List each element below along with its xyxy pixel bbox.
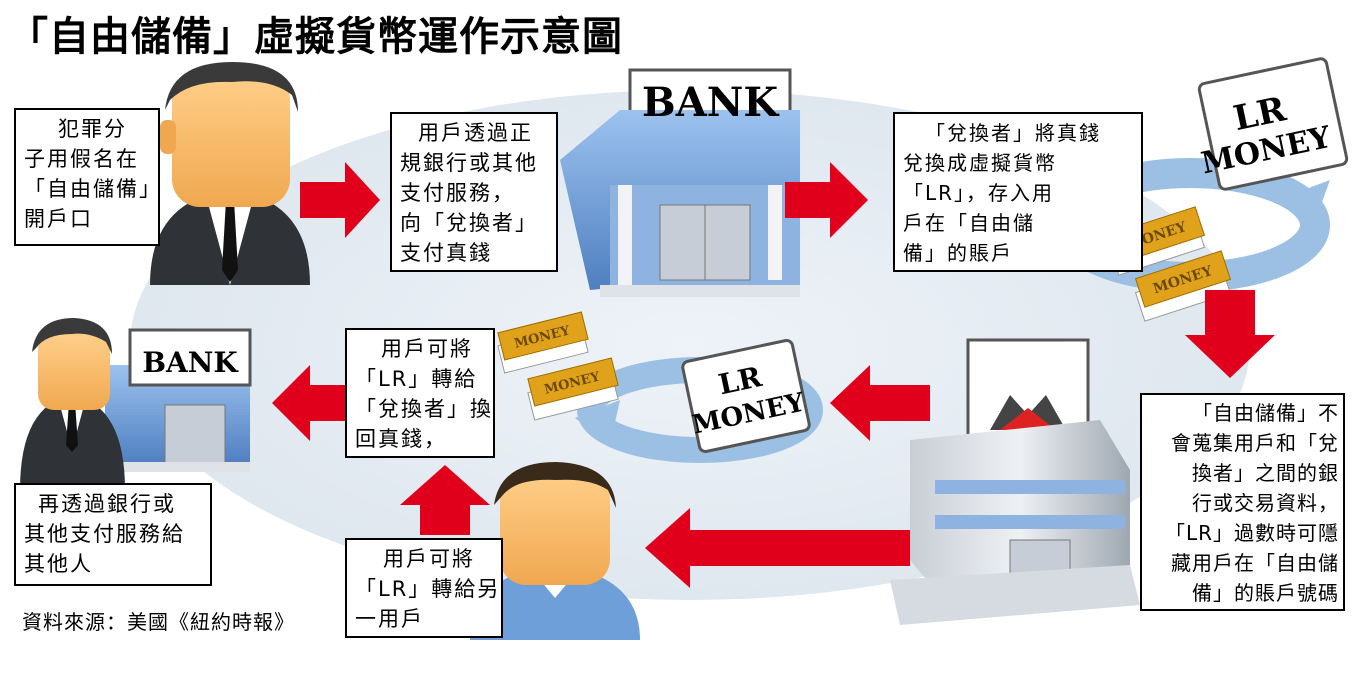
arrow-step1-to-step2 — [300, 162, 380, 238]
user-person-icon — [470, 462, 640, 640]
step3-textbox: 「兌換者」將真錢 兌換成虛擬貨幣 「LR」，存入用 戶在「自由儲 備」的賬戶 — [893, 112, 1143, 272]
step4-line6: 藏用戶在「自由儲 — [1171, 551, 1339, 575]
step5-textbox: 用戶可將 「LR」轉給另 一用戶 — [345, 538, 503, 638]
step4-line5: 「LR」過數時可隱 — [1164, 521, 1339, 545]
step7-textbox: 再透過銀行或 其他支付服務給 其他人 — [14, 483, 212, 586]
step5-line3: 一用戶 — [355, 607, 424, 631]
source-credit: 資料來源：美國《紐約時報》 — [22, 610, 295, 634]
step3-line2: 兌換成虛擬貨幣 — [903, 151, 1057, 175]
step7-line2: 其他支付服務給 — [24, 522, 185, 546]
lr-money-cycle-center — [497, 311, 823, 463]
page-title: 「自由儲備」虛擬貨幣運作示意圖 — [8, 14, 623, 60]
step4-line2: 會蒐集用戶和「兌 — [1171, 431, 1339, 455]
step7-line1: 再透過銀行或 — [38, 492, 176, 516]
step2-line1: 用戶透過正 — [418, 121, 533, 145]
step1-line1: 犯罪分 — [58, 117, 127, 141]
bank-small-sign-text: BANK — [142, 346, 239, 379]
step1-line3: 「自由儲備」 — [24, 177, 162, 201]
arrow-step4-to-step5 — [645, 508, 910, 588]
step5-line1: 用戶可將 — [383, 547, 475, 571]
step2-line3: 支付服務， — [400, 181, 515, 205]
arrow-step3-to-step4 — [1185, 290, 1275, 378]
arrow-step4-to-step6 — [830, 365, 930, 441]
step6-line4: 回真錢， — [355, 427, 447, 451]
person-with-bank-icon — [20, 318, 252, 490]
flow-arrows — [272, 162, 1275, 588]
step1-line2: 子用假名在 — [24, 147, 139, 171]
step1-textbox: 犯罪分 子用假名在 「自由儲備」 開戶口 — [14, 108, 160, 246]
step3-line4: 戶在「自由儲 — [903, 211, 1035, 235]
step6-line3: 「兌換者」換 — [355, 397, 493, 421]
step2-line5: 支付真錢 — [400, 241, 492, 265]
step5-line2: 「LR」轉給另 — [355, 577, 501, 601]
step7-line3: 其他人 — [24, 552, 93, 576]
step2-line4: 向「兌換者」 — [400, 211, 538, 235]
step3-line1: 「兌換者」將真錢 — [925, 121, 1101, 145]
arrow-step5-to-step6 — [400, 465, 490, 535]
bank-large-building — [560, 68, 800, 297]
step6-line2: 「LR」轉給 — [355, 367, 478, 391]
step6-line1: 用戶可將 — [381, 337, 473, 361]
step1-line4: 開戶口 — [24, 207, 93, 231]
money-stack-center — [497, 311, 619, 421]
step2-textbox: 用戶透過正 規銀行或其他 支付服務， 向「兌換者」 支付真錢 — [390, 112, 558, 272]
step4-line3: 換者」之間的銀 — [1192, 461, 1339, 485]
arrow-step2-to-step3 — [785, 162, 868, 238]
criminal-person-icon — [150, 62, 310, 285]
step4-textbox: 「自由儲備」不 會蒐集用戶和「兌 換者」之間的銀 行或交易資料， 「LR」過數時… — [1140, 393, 1345, 611]
step6-textbox: 用戶可將 「LR」轉給 「兌換者」換 回真錢， — [345, 328, 495, 458]
step2-line2: 規銀行或其他 — [400, 151, 538, 175]
arrow-step6-to-step7 — [272, 365, 345, 441]
liberty-reserve-tower — [890, 338, 1140, 625]
step4-line7: 備」的賬戶號碼 — [1192, 581, 1339, 605]
step3-line5: 備」的賬戶 — [903, 241, 1013, 265]
bank-large-sign-text: BANK — [642, 79, 779, 126]
step4-line4: 行或交易資料， — [1192, 491, 1339, 515]
step4-line1: 「自由儲備」不 — [1192, 401, 1339, 425]
step3-line3: 「LR」，存入用 — [903, 181, 1055, 205]
